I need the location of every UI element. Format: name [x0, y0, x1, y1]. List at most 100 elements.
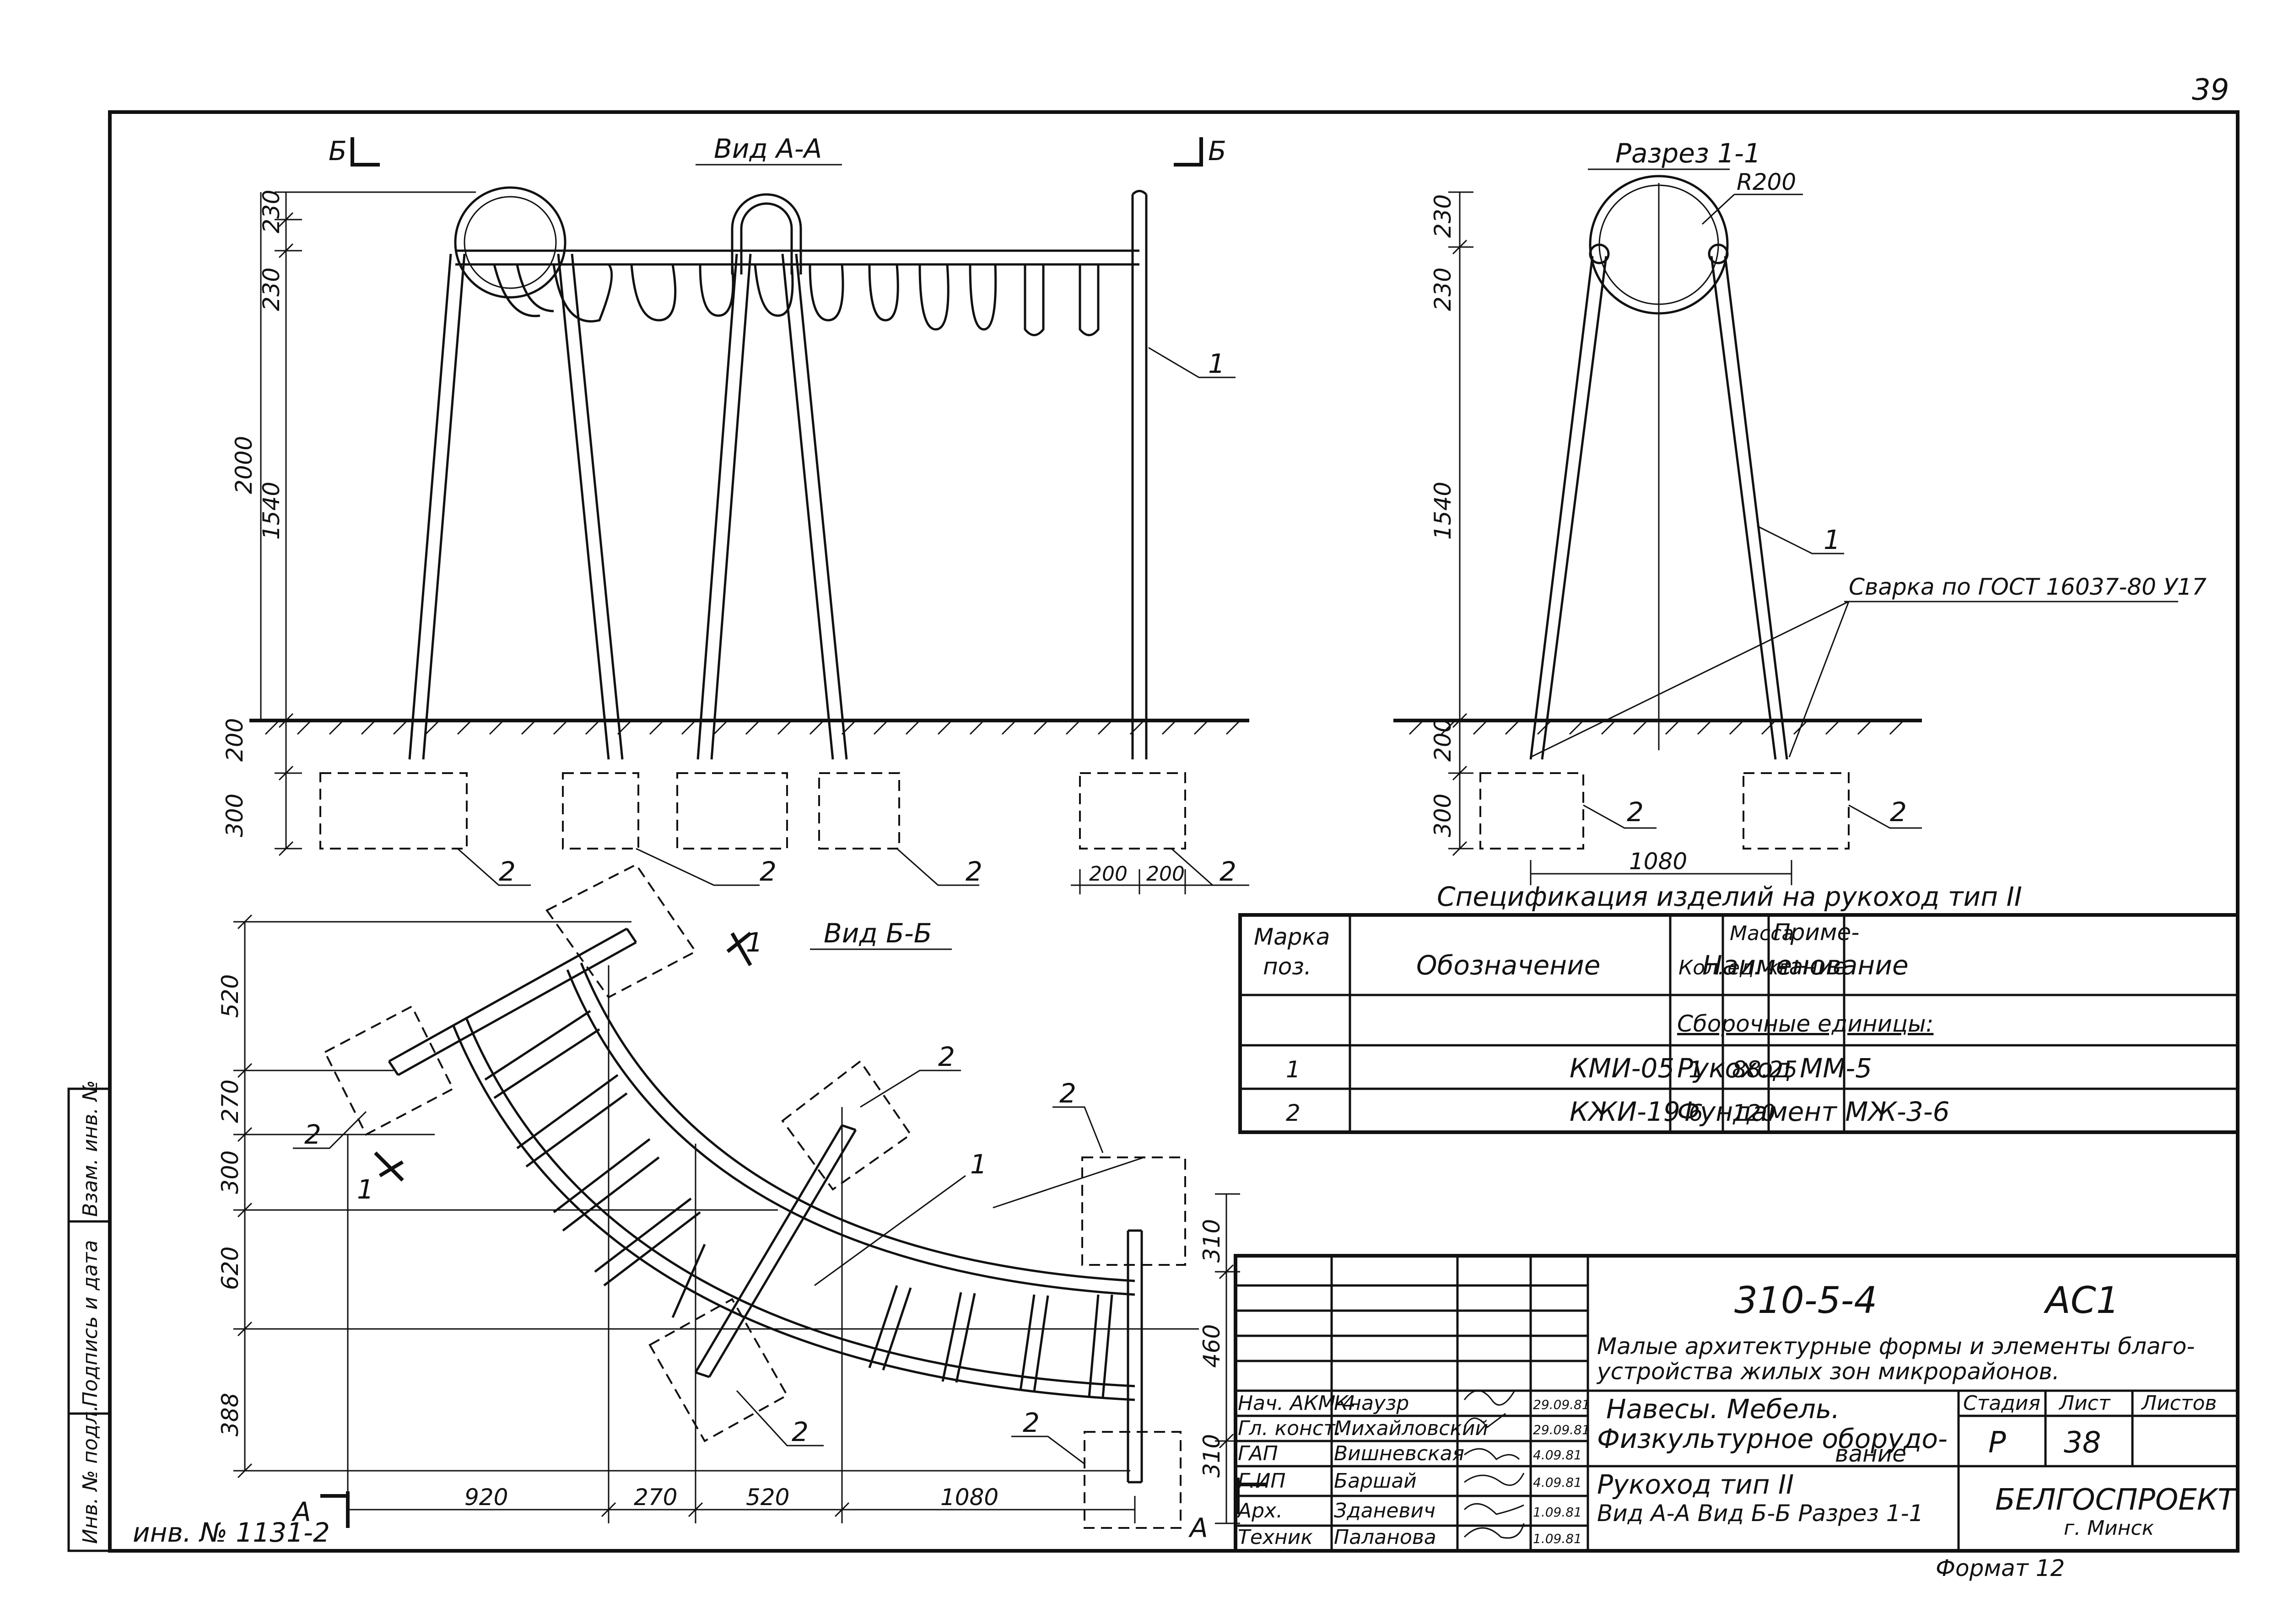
hanging-rungs-aa [493, 263, 1100, 336]
callout-bb-2e: 2 [1023, 1407, 1040, 1438]
foundations-11 [1479, 772, 1850, 850]
section-ring [1589, 175, 1729, 315]
tb-desc2: устройства жилых зон микрорайонов. [1596, 1358, 2060, 1385]
callout-11-1: 1 [1824, 524, 1840, 555]
cut-mark-1-top: 1 [746, 927, 763, 958]
spec-head-mass2: ед. кг [1727, 956, 1790, 979]
spec-row2-pos: 2 [1286, 1100, 1300, 1126]
callout-aa-2d: 2 [1220, 856, 1236, 887]
dim-bb-920: 920 [464, 1484, 508, 1511]
staff-date-2: 29.09.81 [1533, 1422, 1590, 1437]
view-bb: Вид Б-Б 1 1 А А 520 270 300 620 388 [217, 863, 1268, 1543]
cut-mark-1-bottom: 1 [357, 1174, 374, 1205]
tb-sheet-title2: Вид А-А Вид Б-Б Разрез 1-1 [1597, 1500, 1923, 1527]
format-label: Формат 12 [1936, 1555, 2065, 1581]
dim-bb-r310b: 310 [1198, 1434, 1225, 1478]
staff-date-5: 1.09.81 [1533, 1505, 1582, 1520]
callout-bb-2a: 2 [304, 1119, 321, 1150]
spec-row1-qty: 1 [1689, 1056, 1703, 1083]
dim-aa-2000: 2000 [231, 436, 257, 494]
spec-row2-mass: 120 [1732, 1100, 1775, 1126]
top-ring-1 [454, 186, 567, 299]
callout-bb-1: 1 [970, 1149, 987, 1180]
spec-head-mark2: поз. [1263, 953, 1311, 980]
dim-bb-520: 520 [217, 974, 243, 1018]
spec-head-note2: чание [1775, 953, 1847, 980]
staff-role-4: Г.ИП [1238, 1469, 1286, 1493]
spec-row2-qty: 6 [1689, 1100, 1703, 1126]
dim-aa-200: 200 [221, 718, 248, 762]
end-bar-middle [694, 1124, 857, 1378]
dim-aa-300: 300 [221, 794, 248, 837]
spec-title: Спецификация изделий на рукоход тип II [1437, 881, 2022, 912]
section-11-radius: R200 [1737, 169, 1796, 195]
dim-bb-520b: 520 [746, 1484, 789, 1511]
tb-sub1: Навесы. Мебель. [1606, 1393, 1840, 1425]
dim-aa-1540: 1540 [258, 482, 285, 540]
callout-aa-2b: 2 [760, 856, 777, 887]
dim-bb-r460: 460 [1198, 1324, 1225, 1368]
spec-head-note1: Приме- [1773, 919, 1859, 946]
staff-name-1: Кнаузр [1334, 1392, 1409, 1415]
section-11: Разрез 1-1 R200 230 230 1540 200 300 108… [1393, 138, 2207, 885]
end-bar-top [388, 927, 637, 1076]
dim-bb-300: 300 [217, 1151, 243, 1194]
tb-col-sheets: Листов [2141, 1392, 2217, 1415]
callout-11-2b: 2 [1890, 796, 1907, 828]
callout-bb-2c: 2 [1059, 1078, 1076, 1109]
foundations-bb [324, 863, 1186, 1529]
staff-name-5: Зданевич [1334, 1499, 1435, 1522]
dim-bb-270b: 270 [634, 1484, 677, 1511]
title-block: 310-5-4 АС1 Малые архитектурные формы и … [1234, 1254, 2239, 1553]
spec-row1-name: Рукоход ММ-5 [1677, 1053, 1872, 1084]
spec-group: Сборочные единицы: [1677, 1011, 1933, 1037]
spec-head-designation: Обозначение [1416, 950, 1600, 981]
spec-row1-designation: КМИ-05 [1570, 1053, 1674, 1084]
view-aa-cut-right: Б [1208, 135, 1226, 167]
staff-name-3: Вишневская [1334, 1442, 1464, 1465]
signatures [1463, 1390, 1525, 1539]
tb-col-stage: Стадия [1963, 1392, 2040, 1415]
callout-11-2a: 2 [1627, 796, 1644, 828]
staff-role-1: Нач. АКМ-4 [1238, 1392, 1355, 1415]
inventory-number: инв. № 1131-2 [133, 1517, 330, 1548]
tb-code: 310-5-4 [1734, 1279, 1877, 1322]
tb-sheet-mark: АС1 [2043, 1279, 2119, 1322]
staff-name-4: Баршай [1334, 1469, 1417, 1493]
dim-11-230b: 230 [1430, 268, 1456, 311]
view-aa-title: Вид А-А [714, 133, 822, 164]
staff-name-2: Михайловский [1334, 1417, 1488, 1440]
page-number: 39 [2192, 73, 2229, 107]
dim-aa-230a: 230 [258, 190, 285, 233]
stamp-sign-label: Подпись и дата [79, 1240, 102, 1407]
stamp-replace-label: Взам. инв. № [79, 1080, 102, 1217]
staff-date-1: 29.09.81 [1533, 1397, 1590, 1412]
staff-date-3: 4.09.81 [1533, 1447, 1582, 1463]
top-ring-2 [731, 193, 802, 274]
drawing-frame [108, 110, 2239, 1553]
dim-11-1080: 1080 [1629, 848, 1687, 875]
ground-hatch-aa [264, 720, 1241, 735]
spec-head-qty: Кол. [1678, 956, 1724, 979]
specification-table: Спецификация изделий на рукоход тип II М… [1238, 881, 2239, 1134]
staff-name-6: Паланова [1334, 1526, 1436, 1549]
tb-sheet-title1: Рукоход тип II [1597, 1469, 1794, 1500]
tb-sub2: Физкультурное оборудо- [1597, 1423, 1948, 1454]
section-11-title: Разрез 1-1 [1615, 138, 1761, 169]
staff-date-6: 1.09.81 [1533, 1531, 1582, 1546]
staff-role-5: Арх. [1236, 1499, 1283, 1522]
spec-row2-name: Фундамент МЖ-3-6 [1677, 1096, 1950, 1127]
dim-11-300: 300 [1430, 794, 1456, 837]
dim-aa-230b: 230 [258, 268, 285, 311]
callout-aa-1: 1 [1208, 348, 1225, 379]
staff-role-6: Техник [1238, 1526, 1313, 1549]
tb-col-sheet: Лист [2058, 1392, 2111, 1415]
spec-row1-pos: 1 [1286, 1056, 1300, 1083]
dim-bb-r310a: 310 [1198, 1219, 1225, 1263]
stamp-inv-label: Инв. № подл. [79, 1405, 102, 1544]
spec-row2-designation: КЖИ-19 [1570, 1096, 1680, 1127]
cut-mark-a-left: А [291, 1496, 311, 1527]
tb-org2: г. Минск [2064, 1516, 2154, 1540]
spec-head-name: Наименование [1702, 950, 1909, 981]
